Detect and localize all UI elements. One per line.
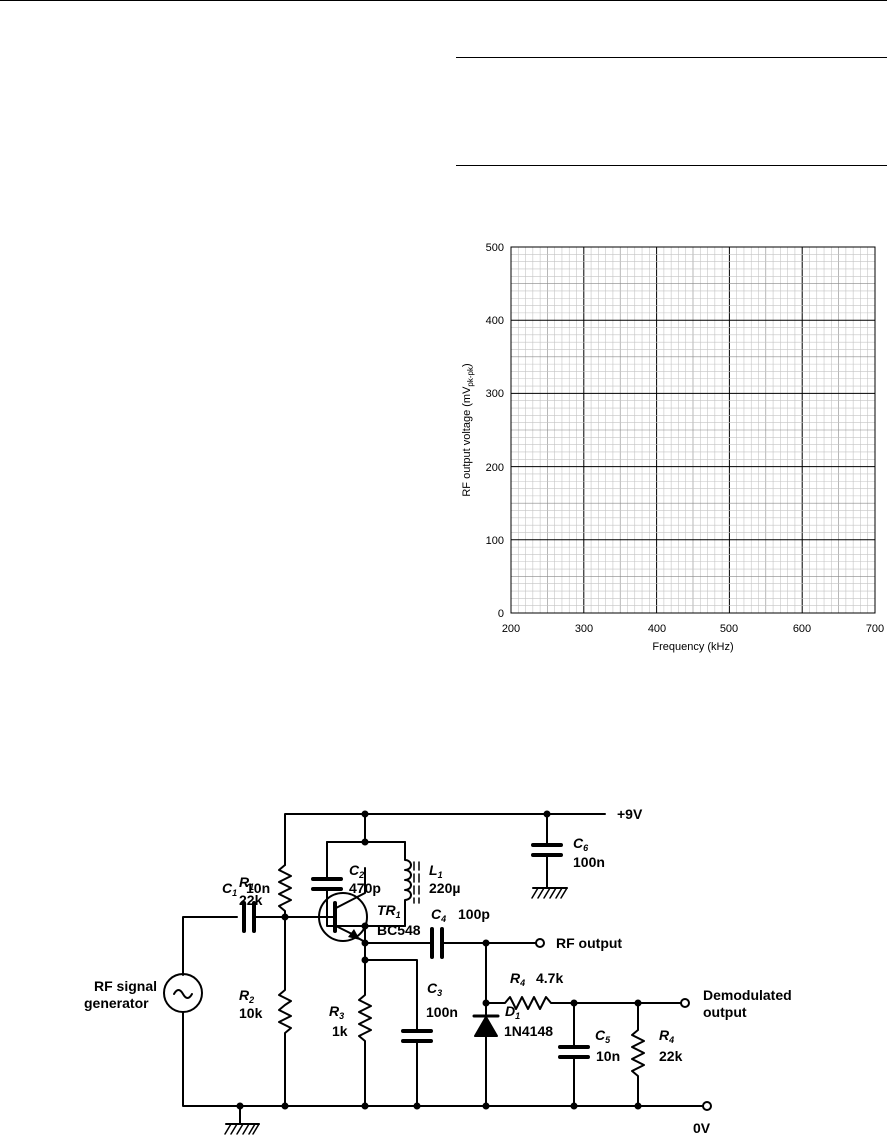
generator-label-line1: RF signal [94, 978, 157, 994]
c5-label: C5 [595, 1027, 611, 1045]
c1-value: 10n [246, 880, 270, 896]
r3-label: R3 [329, 1003, 344, 1021]
ground-terminal[interactable] [702, 1101, 712, 1111]
x-axis-label: Frequency (kHz) [652, 641, 733, 653]
c6-label: C6 [573, 835, 589, 853]
x-tick-500: 500 [720, 623, 738, 635]
r4-22k-resistor [631, 1002, 645, 1107]
circuit-labels: +9V 0V RF signal generator RF output Dem… [84, 806, 792, 1136]
y-tick-500: 500 [486, 242, 504, 254]
c4-value: 100p [458, 906, 490, 922]
generator-label-line2: generator [84, 995, 149, 1011]
r2-label: R2 [239, 987, 254, 1005]
grid-lines [510, 246, 876, 614]
r4-22k-label: R4 [659, 1027, 674, 1045]
l1-label: L1 [429, 862, 443, 880]
plot-frame [510, 246, 876, 614]
c6-ground-icon [531, 887, 568, 899]
sine-icon [173, 989, 193, 999]
y-tick-300: 300 [486, 388, 504, 400]
y-tick-100: 100 [486, 535, 504, 547]
supply-label: +9V [617, 806, 643, 822]
x-tick-labels: 200 300 400 500 600 700 [502, 623, 884, 635]
y-tick-400: 400 [486, 315, 504, 327]
y-axis-label-end: ) [461, 363, 473, 367]
x-tick-300: 300 [575, 623, 593, 635]
emitter-arrow [348, 929, 360, 940]
y-axis-label-main: RF output voltage (mV [461, 386, 473, 497]
c2-wire [326, 841, 406, 927]
d1-label: D1 [505, 1003, 520, 1021]
x-tick-600: 600 [793, 623, 811, 635]
c4-capacitor [430, 927, 444, 959]
tr1-transistor-body [318, 892, 368, 942]
generator-wire [182, 916, 238, 976]
y-axis-label-sub: pk-pk [466, 366, 475, 387]
c2-label: C2 [349, 862, 364, 880]
main-ground-icon [224, 1105, 260, 1135]
l1-core [413, 861, 420, 904]
x-tick-200: 200 [502, 623, 520, 635]
r3-value: 1k [332, 1023, 348, 1039]
c3-value: 100n [426, 1004, 458, 1020]
supply-rail [284, 813, 606, 866]
tr1-label: TR1 [377, 902, 401, 920]
c3-label: C3 [427, 980, 442, 998]
r1-resistor [278, 864, 292, 952]
demod-label-line1: Demodulated [703, 987, 792, 1003]
r3-resistor [358, 959, 372, 1107]
c5-value: 10n [596, 1048, 620, 1064]
y-axis-label: RF output voltage (mVpk-pk) [461, 363, 475, 496]
l1-value: 220µ [429, 880, 460, 896]
c3-wire-top [364, 959, 418, 1032]
c1-label: C1 [222, 880, 237, 898]
circuit-schematic [163, 810, 712, 1135]
table-top-rule [456, 57, 887, 58]
c5-capacitor [558, 1045, 590, 1059]
x-tick-700: 700 [866, 623, 884, 635]
ground-label: 0V [693, 1120, 711, 1136]
d1-value: 1N4148 [504, 1023, 553, 1039]
generator-symbol [163, 973, 203, 1013]
r1-label: R1 [239, 874, 254, 892]
tr1-value: BC548 [377, 922, 421, 938]
table-bottom-rule [456, 165, 887, 166]
y-tick-0: 0 [498, 608, 504, 620]
c6-value: 100n [573, 854, 605, 870]
blank-graph-grid: 0 100 200 300 400 500 200 300 400 500 60… [461, 242, 884, 653]
tr1-collector [335, 867, 366, 909]
x-tick-400: 400 [648, 623, 666, 635]
r4-4.7k-resistor [485, 996, 575, 1010]
c2-capacitor [311, 877, 343, 891]
c2-value: 470p [349, 880, 381, 896]
r4-4.7k-label: R4 [510, 970, 525, 988]
d1-diode [474, 1016, 498, 1037]
c6-capacitor [531, 843, 563, 857]
r2-value: 10k [239, 1005, 263, 1021]
rf-output-terminal[interactable] [535, 938, 545, 948]
r4-22k-value: 22k [659, 1048, 683, 1064]
junction-dots [236, 810, 642, 1110]
r1-value: 22k [239, 892, 263, 908]
rf-output-label: RF output [556, 935, 622, 951]
y-tick-200: 200 [486, 462, 504, 474]
r4-4.7k-value: 4.7k [536, 970, 563, 986]
demod-output-terminal[interactable] [680, 998, 690, 1008]
c3-capacitor [401, 1029, 433, 1043]
top-rule [0, 0, 887, 1]
y-tick-labels: 0 100 200 300 400 500 [486, 242, 504, 620]
tank-top-wire [326, 813, 406, 843]
ground-rail [182, 1011, 704, 1107]
c4-label: C4 [431, 906, 446, 924]
demod-label-line2: output [703, 1004, 747, 1020]
r2-resistor [278, 950, 292, 1107]
l1-inductor [404, 841, 412, 927]
